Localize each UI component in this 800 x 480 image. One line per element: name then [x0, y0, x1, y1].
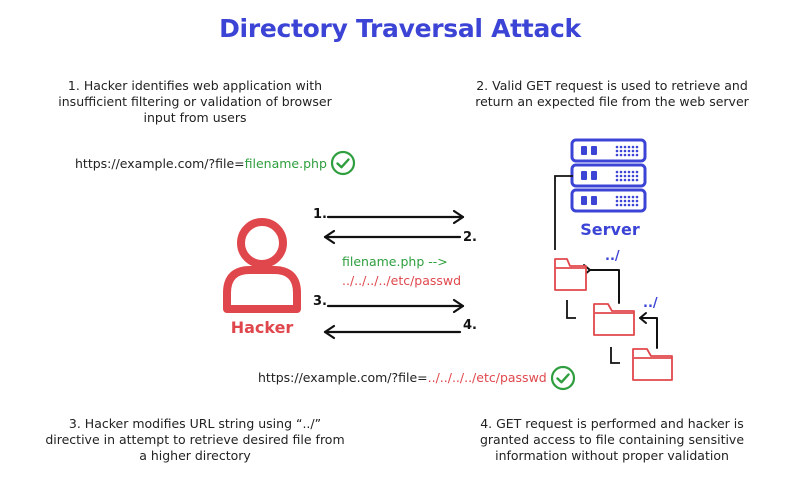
arrow-4-label: 4.: [463, 318, 477, 333]
check-circle-icon: [550, 365, 576, 391]
check-circle-icon: [330, 150, 356, 176]
payload-valid: filename.php -->: [342, 254, 448, 269]
hacker-label: Hacker: [230, 318, 294, 337]
folder-icon: [593, 303, 635, 336]
arrow-2-label: 2.: [463, 230, 477, 245]
step-2-text: 2. Valid GET request is used to retrieve…: [475, 78, 749, 109]
payload-attack: ../../../../etc/passwd: [342, 273, 462, 288]
attack-url-file: ../../../../etc/passwd: [427, 370, 547, 385]
arrow-3-label: 3.: [313, 294, 327, 309]
arrow-1-label: 1.: [313, 207, 327, 222]
valid-url: https://example.com/?file=filename.php: [75, 156, 327, 171]
attack-url: https://example.com/?file=../../../../et…: [258, 370, 547, 385]
step-3-text: 3. Hacker modifies URL string using “../…: [45, 416, 345, 463]
folder-icon: [632, 348, 673, 381]
valid-url-prefix: https://example.com/?file=: [75, 156, 245, 171]
user-icon: [223, 218, 301, 313]
server-label: Server: [580, 220, 640, 239]
page-title: Directory Traversal Attack: [219, 14, 581, 43]
server-icon: [570, 138, 647, 213]
folder-icon: [554, 258, 587, 291]
step-1-text: 1. Hacker identifies web application wit…: [58, 78, 332, 125]
folder-tree-lines: [554, 175, 620, 364]
step-4-text: 4. GET request is performed and hacker i…: [479, 416, 745, 463]
dotslash-label: ../: [605, 249, 620, 264]
request-arrows: [323, 209, 465, 340]
valid-url-file: filename.php: [244, 156, 327, 171]
server-icon-details: [581, 145, 639, 207]
attack-url-prefix: https://example.com/?file=: [258, 370, 428, 385]
dotslash-label: ../: [643, 296, 658, 311]
